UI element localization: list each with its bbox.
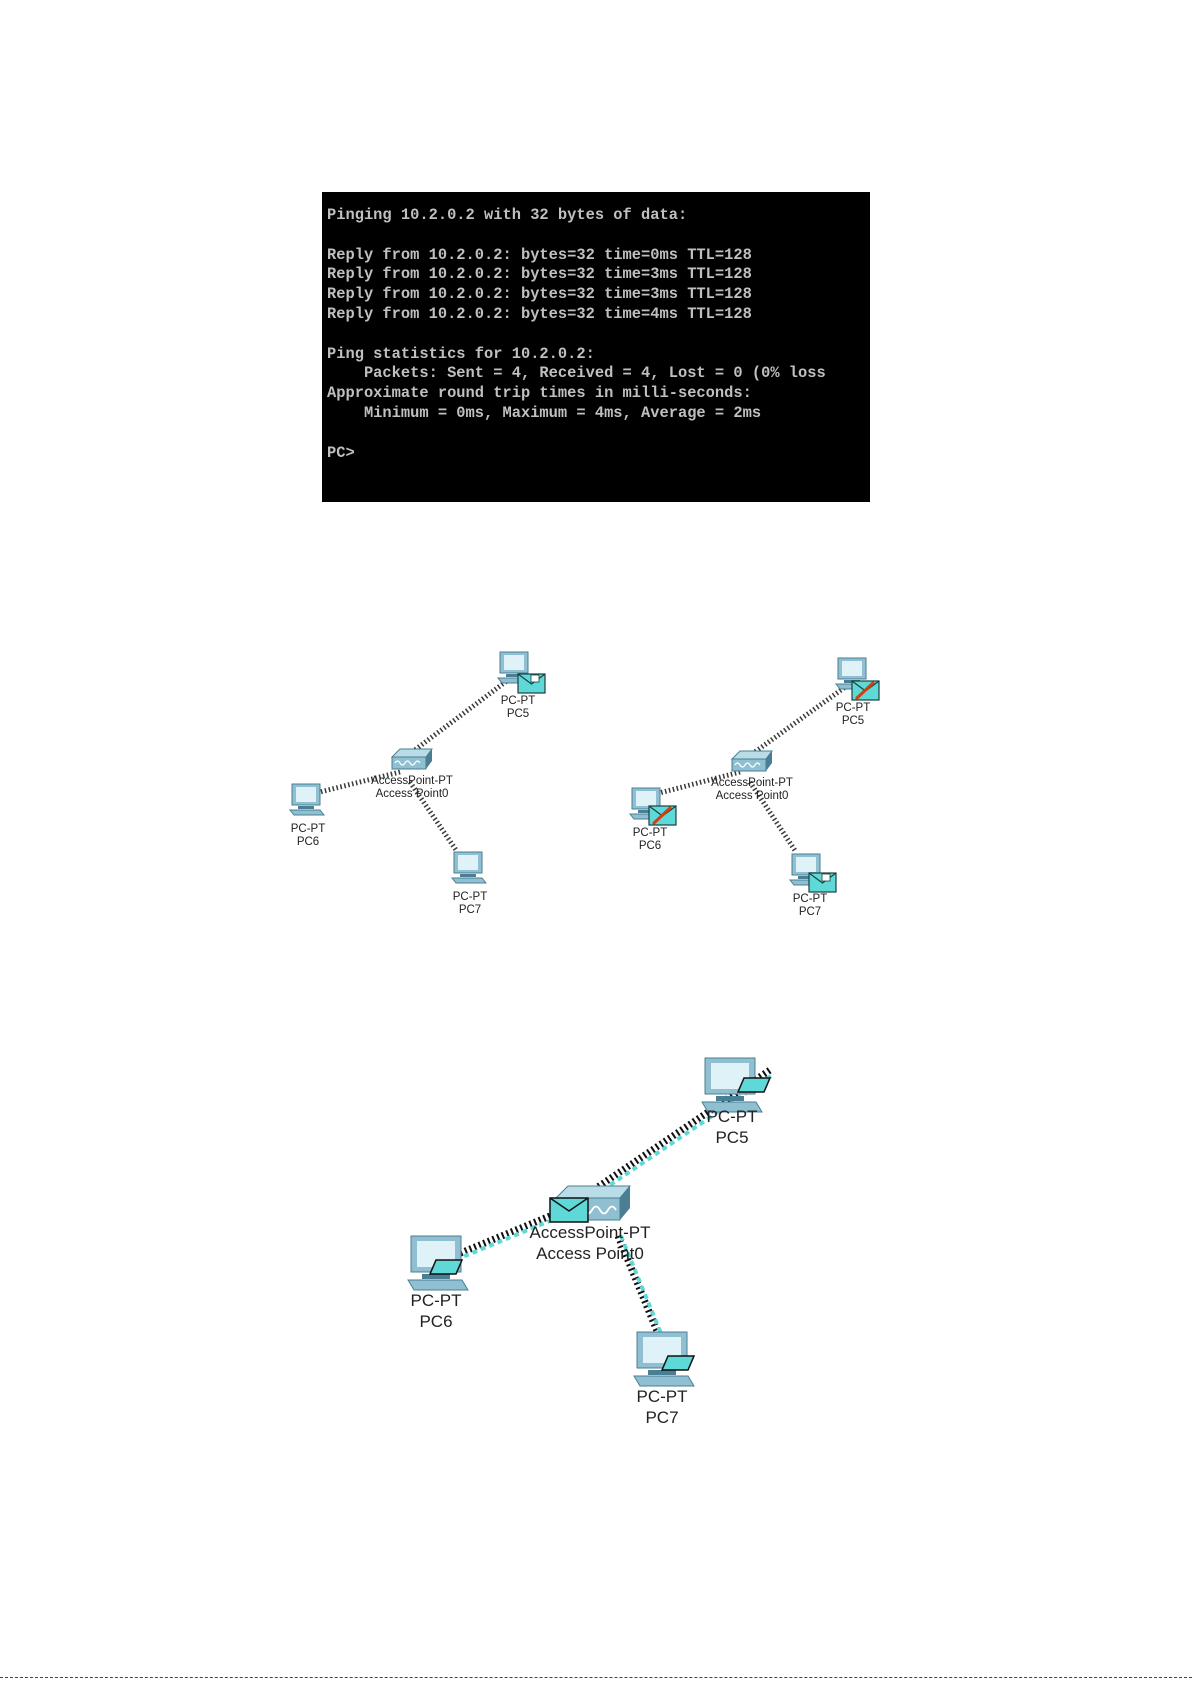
ap-type-label: AccessPoint-PT	[530, 1223, 651, 1242]
pc7-name-label: PC7	[645, 1408, 678, 1427]
ap-name-label: Access Point0	[536, 1244, 644, 1263]
access-point-icon[interactable]	[390, 748, 433, 770]
pc6-name-label: PC6	[297, 836, 319, 848]
wireless-link-pc5	[750, 682, 850, 757]
terminal-line: Reply from 10.2.0.2: bytes=32 time=3ms T…	[327, 265, 752, 284]
envelope-icon	[428, 1259, 464, 1275]
terminal-line: Packets: Sent = 4, Received = 4, Lost = …	[327, 364, 826, 383]
pc-icon[interactable]	[496, 651, 534, 684]
terminal-line: Approximate round trip times in milli-se…	[327, 384, 752, 403]
envelope-icon	[736, 1077, 772, 1093]
topology-view-2: AccessPoint-PT Access Point0 PC-PT PC5 P…	[628, 657, 880, 918]
terminal-line: Reply from 10.2.0.2: bytes=32 time=3ms T…	[327, 285, 752, 304]
pc7-type-label: PC-PT	[793, 893, 828, 905]
pc7-name-label: PC7	[459, 904, 481, 916]
wireless-link-pc7	[614, 1234, 669, 1350]
ap-type-label: AccessPoint-PT	[711, 777, 793, 789]
failed-envelope-icon	[648, 805, 677, 826]
pc-icon[interactable]	[450, 851, 488, 884]
terminal-line: Minimum = 0ms, Maximum = 4ms, Average = …	[327, 403, 762, 422]
pc6-name-label: PC6	[639, 840, 661, 852]
page-border	[0, 1677, 1192, 1678]
wireless-link-pc7	[407, 780, 459, 852]
wireless-link-pc6	[432, 1212, 553, 1270]
pc5-name-label: PC5	[507, 708, 529, 720]
terminal-line: Pinging 10.2.0.2 with 32 bytes of data:	[327, 206, 688, 224]
pc5-name-label: PC5	[842, 715, 864, 727]
command-prompt-window: Pinging 10.2.0.2 with 32 bytes of data: …	[322, 192, 870, 502]
failed-envelope-icon	[851, 680, 880, 701]
pc6-type-label: PC-PT	[411, 1291, 462, 1310]
pc-icon[interactable]	[288, 783, 326, 816]
pc6-name-label: PC6	[419, 1312, 452, 1331]
terminal-line: Reply from 10.2.0.2: bytes=32 time=0ms T…	[327, 245, 752, 264]
envelope-icon	[517, 673, 546, 694]
envelope-icon	[549, 1197, 589, 1223]
topology-view-1: AccessPoint-PT Access Point0 PC-PT PC5 P…	[288, 651, 546, 916]
ap-name-label: Access Point0	[716, 790, 789, 802]
pc5-name-label: PC5	[715, 1128, 748, 1147]
pc7-name-label: PC7	[799, 906, 821, 918]
pc5-type-label: PC-PT	[707, 1107, 758, 1126]
ping-output: Pinging 10.2.0.2 with 32 bytes of data: …	[322, 192, 870, 463]
pc7-type-label: PC-PT	[453, 891, 488, 903]
terminal-line: Reply from 10.2.0.2: bytes=32 time=4ms T…	[327, 304, 752, 323]
ap-name-label: Access Point0	[376, 788, 449, 800]
wireless-link-pc5	[410, 678, 510, 754]
pc5-type-label: PC-PT	[836, 702, 871, 714]
pc5-type-label: PC-PT	[501, 695, 536, 707]
ap-type-label: AccessPoint-PT	[371, 775, 453, 787]
topology-view-3: AccessPoint-PT Access Point0 PC-PT PC5 P…	[407, 1057, 776, 1427]
envelope-icon	[660, 1355, 696, 1371]
terminal-line: PC>	[327, 443, 355, 462]
terminal-line: Ping statistics for 10.2.0.2:	[327, 344, 595, 363]
envelope-icon	[808, 872, 837, 893]
pc6-type-label: PC-PT	[291, 823, 326, 835]
pc6-type-label: PC-PT	[633, 827, 668, 839]
pc7-type-label: PC-PT	[637, 1387, 688, 1406]
access-point-icon[interactable]	[730, 750, 773, 772]
